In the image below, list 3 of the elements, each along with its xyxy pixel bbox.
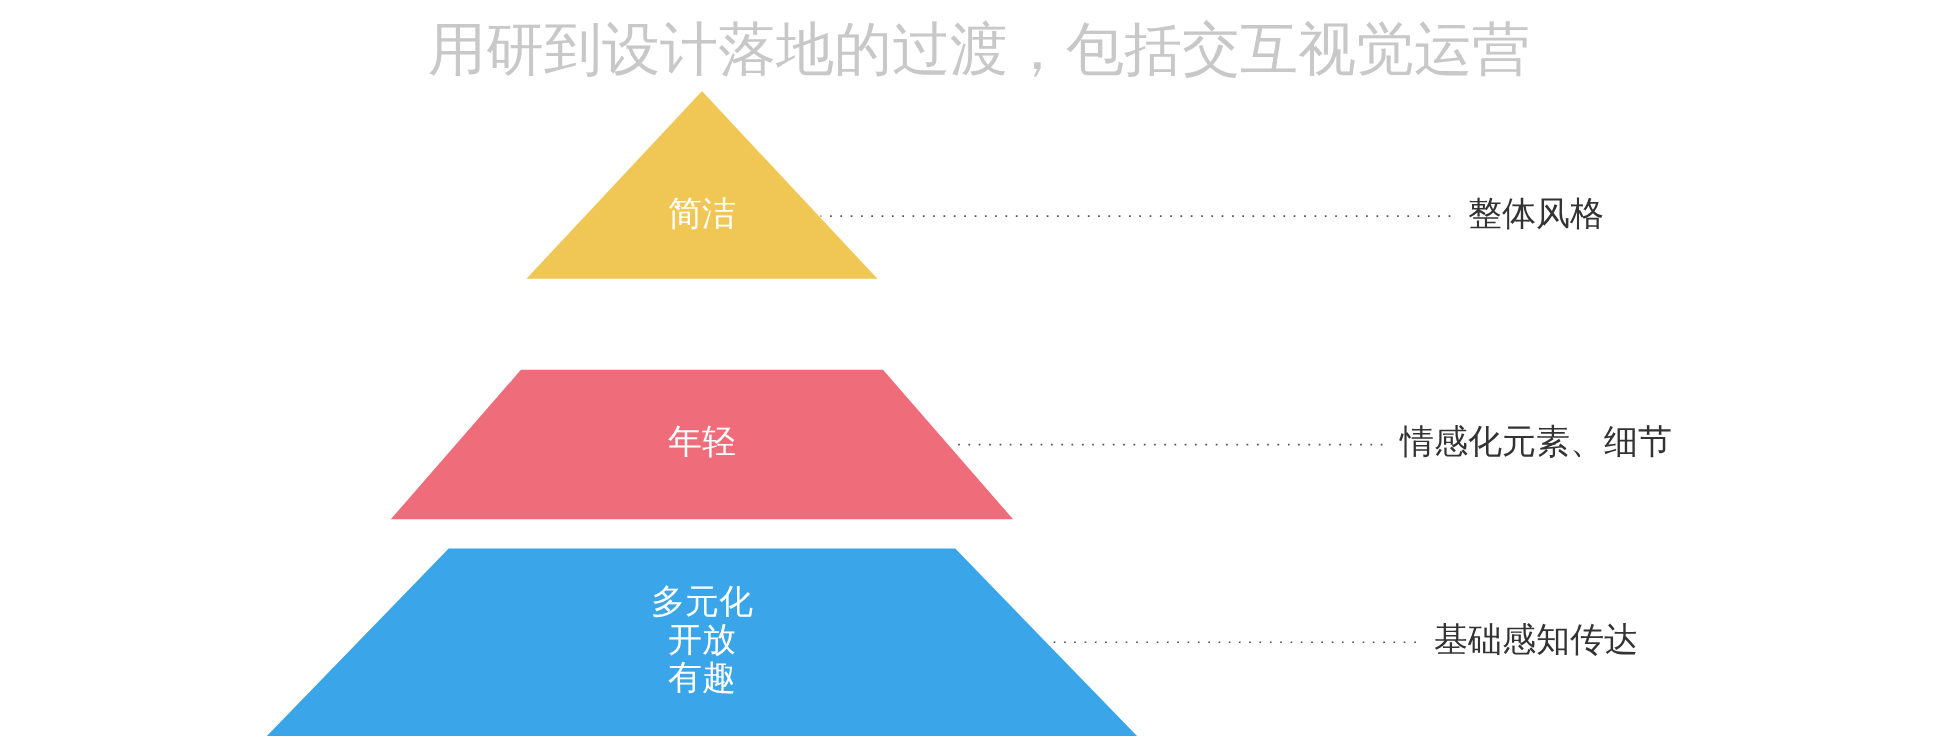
node-text: 情感化元素、细节: [1400, 421, 1673, 462]
node-text: 基础感知传达: [1434, 618, 1639, 659]
node-text: 整体风格: [1468, 192, 1605, 233]
